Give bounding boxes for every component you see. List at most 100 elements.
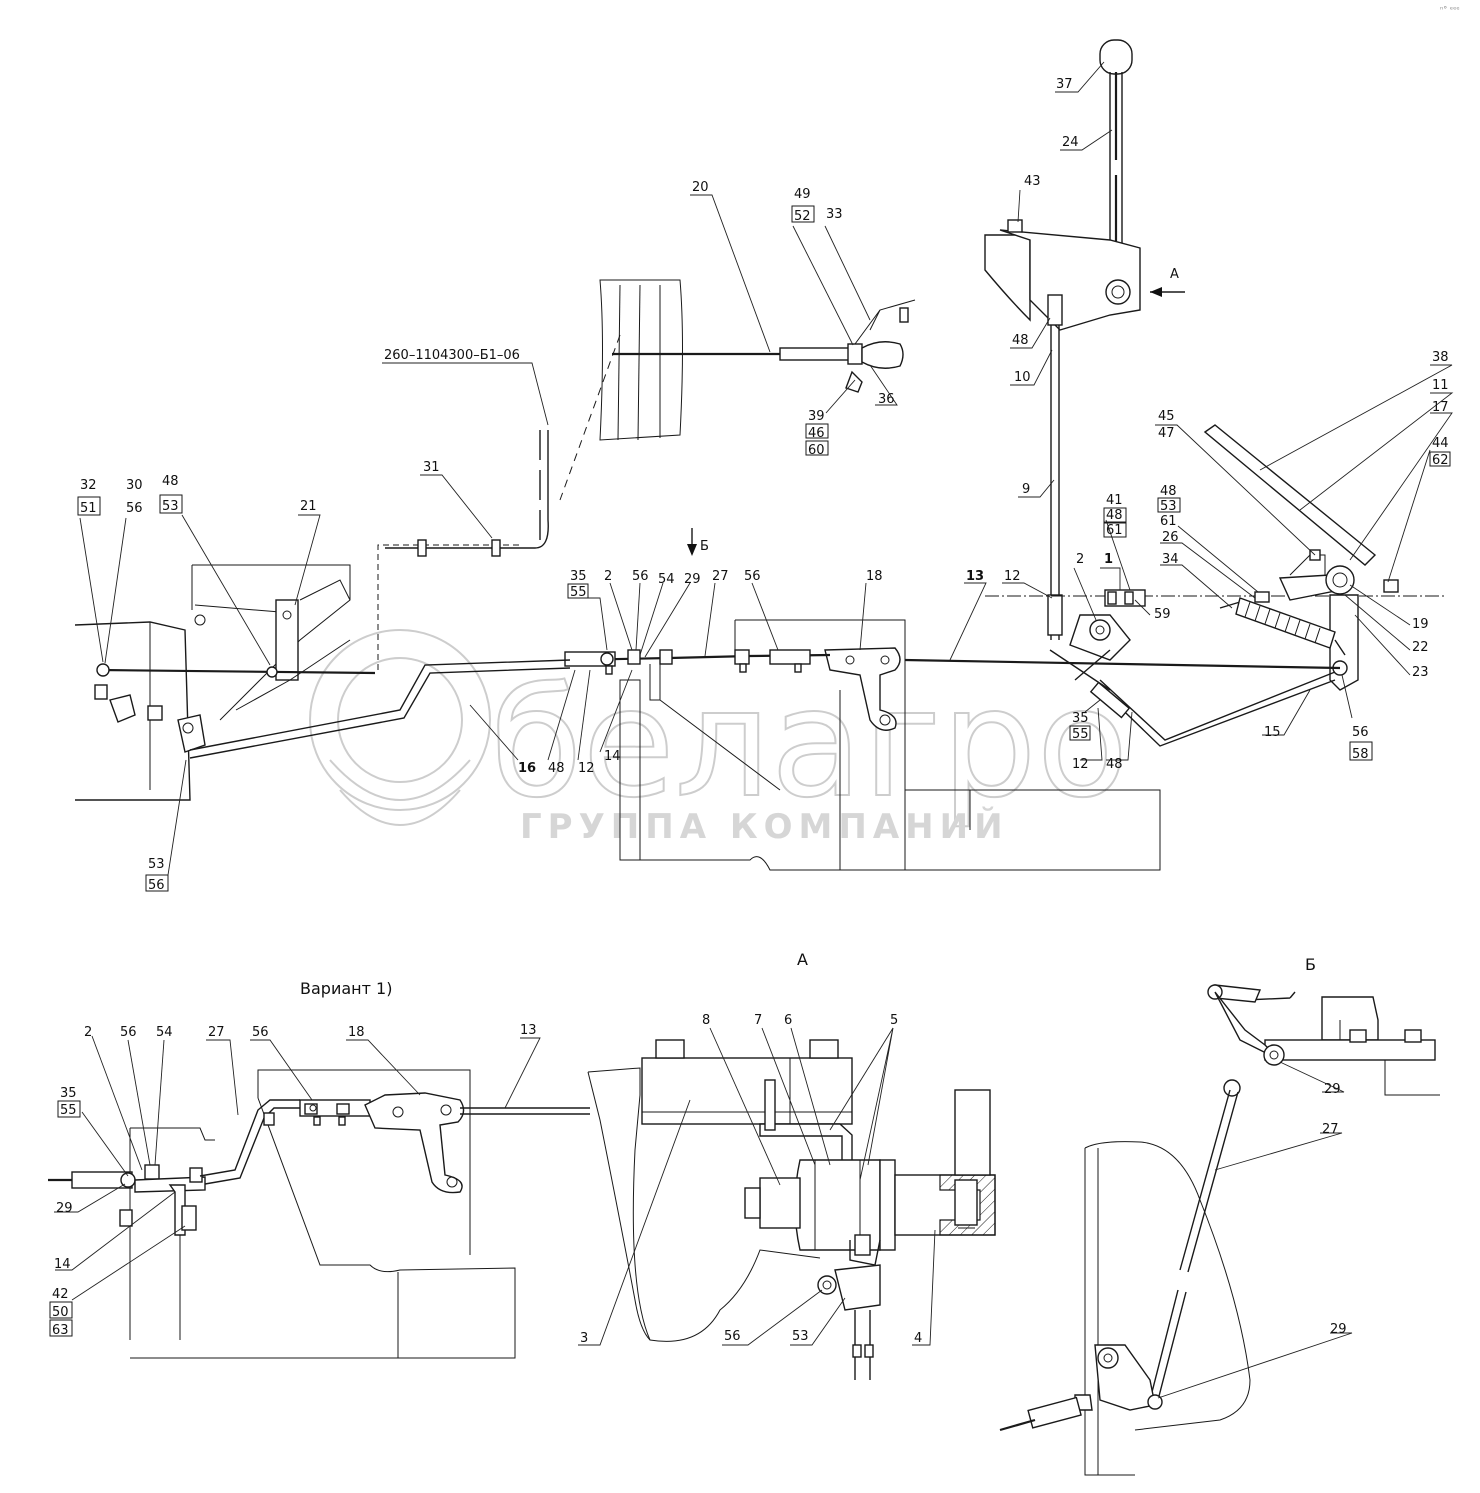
callout-variant-c54: 54: [156, 1025, 173, 1040]
callout-main-c55a: 55: [570, 585, 587, 600]
callout-main-c48e: 48: [1106, 757, 1123, 772]
callout-view_a-c56: 56: [724, 1329, 741, 1344]
view-b-title: Б: [1305, 955, 1316, 974]
callout-main-c13a: 13: [966, 569, 984, 584]
callout-main-c48f: 48: [548, 761, 565, 776]
callout-main-c56b: 56: [632, 569, 649, 584]
callout-main-c44: 44: [1432, 436, 1449, 451]
callout-variant-c56a: 56: [120, 1025, 137, 1040]
callout-main-c58: 58: [1352, 747, 1369, 762]
callout-main-c21: 21: [300, 499, 317, 514]
callout-main-c29a: 29: [684, 572, 701, 587]
callout-main-c32: 32: [80, 478, 97, 493]
callout-main-c19: 19: [1412, 617, 1429, 632]
bracket-18: [824, 647, 901, 731]
view-a-callouts: 8 7 6 5 3 56 53 4: [578, 1013, 936, 1346]
rod-15: [1099, 671, 1336, 741]
rod-31: [385, 430, 549, 549]
callout-main-c53a: 53: [1160, 499, 1177, 514]
callout-main-c56e: 56: [148, 878, 165, 893]
callout-view_a-c3: 3: [580, 1331, 588, 1346]
callout-main-c15: 15: [1264, 725, 1281, 740]
callout-variant-c56b: 56: [252, 1025, 269, 1040]
callout-main-c14a: 14: [604, 749, 621, 764]
corner-tag: ⁿ° ᵉᵉᵉ: [1440, 5, 1460, 14]
callout-main-c34: 34: [1162, 552, 1179, 567]
callout-main-c54a: 54: [658, 572, 675, 587]
callout-main-c49: 49: [794, 187, 811, 202]
callout-variant-c55: 55: [60, 1103, 77, 1118]
callout-main-c61a: 61: [1106, 523, 1123, 538]
callout-variant-c2: 2: [84, 1025, 92, 1040]
main-view: А: [74, 39, 1445, 871]
callout-main-c38: 38: [1432, 350, 1449, 365]
callout-main-c26: 26: [1162, 530, 1179, 545]
callout-view_a-c4: 4: [914, 1331, 922, 1346]
callout-main-c62: 62: [1432, 453, 1449, 468]
callout-main-c52: 52: [794, 209, 811, 224]
callout-variant-c27: 27: [208, 1025, 225, 1040]
callout-main-c55b: 55: [1072, 727, 1089, 742]
bracket-23: [1329, 594, 1359, 691]
callout-variant-c50: 50: [52, 1305, 69, 1320]
callout-main-c59: 59: [1154, 607, 1171, 622]
variant-view: Вариант 1): [48, 979, 590, 1359]
shaft-4-bolt: [954, 1179, 978, 1226]
callout-view_a-c53: 53: [792, 1329, 809, 1344]
callout-main-c39: 39: [808, 409, 825, 424]
callout-main-c260: 260–1104300–Б1–06: [384, 348, 520, 363]
view-b-rod-27: [1179, 1089, 1231, 1271]
callout-main-c48c: 48: [1160, 484, 1177, 499]
view-b-callouts: 29 27 29: [1157, 1061, 1353, 1399]
callout-main-c17: 17: [1432, 400, 1449, 415]
callout-main-c31: 31: [423, 460, 440, 475]
callout-variant-c35: 35: [60, 1086, 77, 1101]
callout-main-c46: 46: [808, 426, 825, 441]
left-wall-outline: [74, 621, 191, 801]
callout-main-c11: 11: [1432, 378, 1449, 393]
callout-main-c61b: 61: [1160, 514, 1177, 529]
callout-view_b-c29b: 29: [1330, 1322, 1347, 1337]
callout-view_a-c7: 7: [754, 1013, 762, 1028]
callout-variant-c13: 13: [520, 1023, 537, 1038]
cable-left: [99, 668, 376, 675]
callout-main-c18a: 18: [866, 569, 883, 584]
callout-main-c48d: 48: [162, 474, 179, 489]
callout-main-c36: 36: [878, 392, 895, 407]
callout-main-c53b: 53: [162, 499, 179, 514]
view-a: А: [587, 950, 996, 1380]
callout-main-c1: 1: [1104, 552, 1113, 567]
callout-main-c56d: 56: [1352, 725, 1369, 740]
knob-37: [1099, 39, 1133, 75]
callout-main-c35b: 35: [1072, 711, 1089, 726]
watermark-logo-text: белагро: [490, 657, 1128, 831]
callout-main-c2a: 2: [604, 569, 612, 584]
main-callouts: 37 24 43 48 10 9 38 11 17 45 47 44 62 20: [77, 61, 1454, 893]
callout-main-c48b: 48: [1106, 508, 1123, 523]
callout-main-c56c: 56: [744, 569, 761, 584]
callout-view_a-c8: 8: [702, 1013, 710, 1028]
callout-variant-c42: 42: [52, 1287, 69, 1302]
view-b: Б: [999, 955, 1440, 1476]
callout-main-c43: 43: [1024, 174, 1041, 189]
callout-main-c51: 51: [80, 501, 97, 516]
callout-main-c12c: 12: [578, 761, 595, 776]
watermark-caption: ГРУППА КОМПАНИЙ: [520, 806, 1009, 847]
label-arrow-b: Б: [700, 539, 709, 554]
callout-view_a-c5: 5: [890, 1013, 898, 1028]
callout-main-c16: 16: [518, 761, 536, 776]
callout-main-c24: 24: [1062, 135, 1079, 150]
callout-main-c45: 45: [1158, 409, 1175, 424]
block-3: [641, 1057, 853, 1125]
handle-knob: [861, 341, 904, 369]
callout-view_b-c29a: 29: [1324, 1082, 1341, 1097]
callout-view_b-c27: 27: [1322, 1122, 1339, 1137]
callout-main-c56a: 56: [126, 501, 143, 516]
bracket-21: [275, 599, 299, 681]
view-a-title: А: [797, 950, 808, 969]
watermark-logo: белагро ГРУППА КОМПАНИЙ: [309, 629, 1129, 847]
callout-main-c48a: 48: [1012, 333, 1029, 348]
callout-main-c2b: 2: [1076, 552, 1084, 567]
callout-variant-c29: 29: [56, 1201, 73, 1216]
